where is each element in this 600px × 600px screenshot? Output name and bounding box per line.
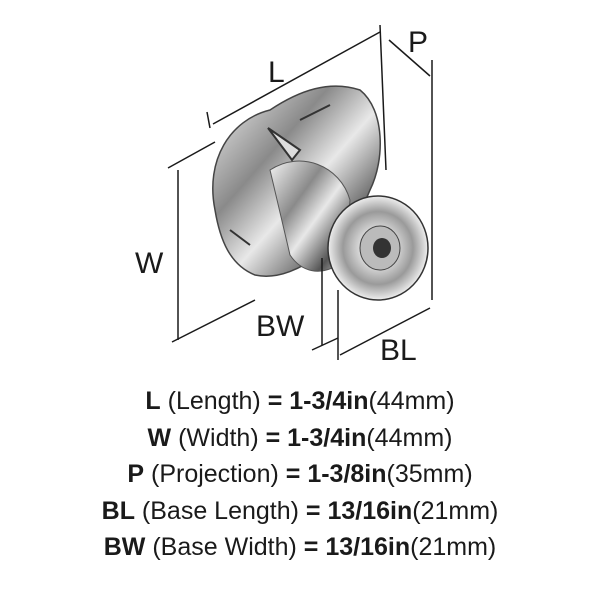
spec-metric: (44mm): [368, 387, 455, 415]
spec-metric: (35mm): [386, 460, 473, 488]
knob-image: [212, 85, 429, 301]
spec-imperial: = 1-3/4in: [267, 387, 369, 415]
spec-code: L: [145, 387, 161, 415]
spec-name: (Base Length): [141, 496, 299, 525]
dimension-lines: [167, 24, 433, 360]
spec-projection: P (Projection) = 1-3/8in(35mm): [0, 456, 600, 493]
spec-code: P: [127, 460, 145, 488]
spec-base-width: BW (Base Width) = 13/16in(21mm): [0, 529, 600, 566]
knob-dimension-diagram: L P W BW BL: [135, 24, 433, 367]
spec-code: W: [147, 423, 172, 452]
dimension-label-l: L: [268, 56, 285, 89]
spec-imperial: = 13/16in: [305, 496, 413, 525]
spec-base-length: BL (Base Length) = 13/16in(21mm): [0, 493, 600, 530]
spec-metric: (21mm): [410, 533, 497, 561]
spec-name: (Projection): [151, 460, 279, 488]
spec-code: BW: [103, 533, 146, 561]
dimension-label-bl: BL: [380, 334, 417, 367]
spec-name: (Base Width): [152, 533, 297, 561]
spec-length: L (Length) = 1-3/4in(44mm): [0, 383, 600, 420]
spec-name: (Width): [178, 423, 259, 452]
dimension-label-w: W: [135, 247, 164, 280]
dimension-label-p: P: [408, 26, 428, 59]
spec-name: (Length): [167, 387, 261, 415]
dimension-specs: L (Length) = 1-3/4in(44mm) W (Width) = 1…: [0, 383, 600, 566]
dimension-label-bw: BW: [256, 310, 305, 343]
spec-code: BL: [101, 496, 135, 525]
spec-imperial: = 1-3/8in: [285, 460, 387, 488]
spec-metric: (21mm): [412, 496, 499, 525]
spec-imperial: = 13/16in: [303, 533, 411, 561]
spec-metric: (44mm): [366, 423, 453, 452]
spec-imperial: = 1-3/4in: [265, 423, 367, 452]
spec-width: W (Width) = 1-3/4in(44mm): [0, 420, 600, 457]
